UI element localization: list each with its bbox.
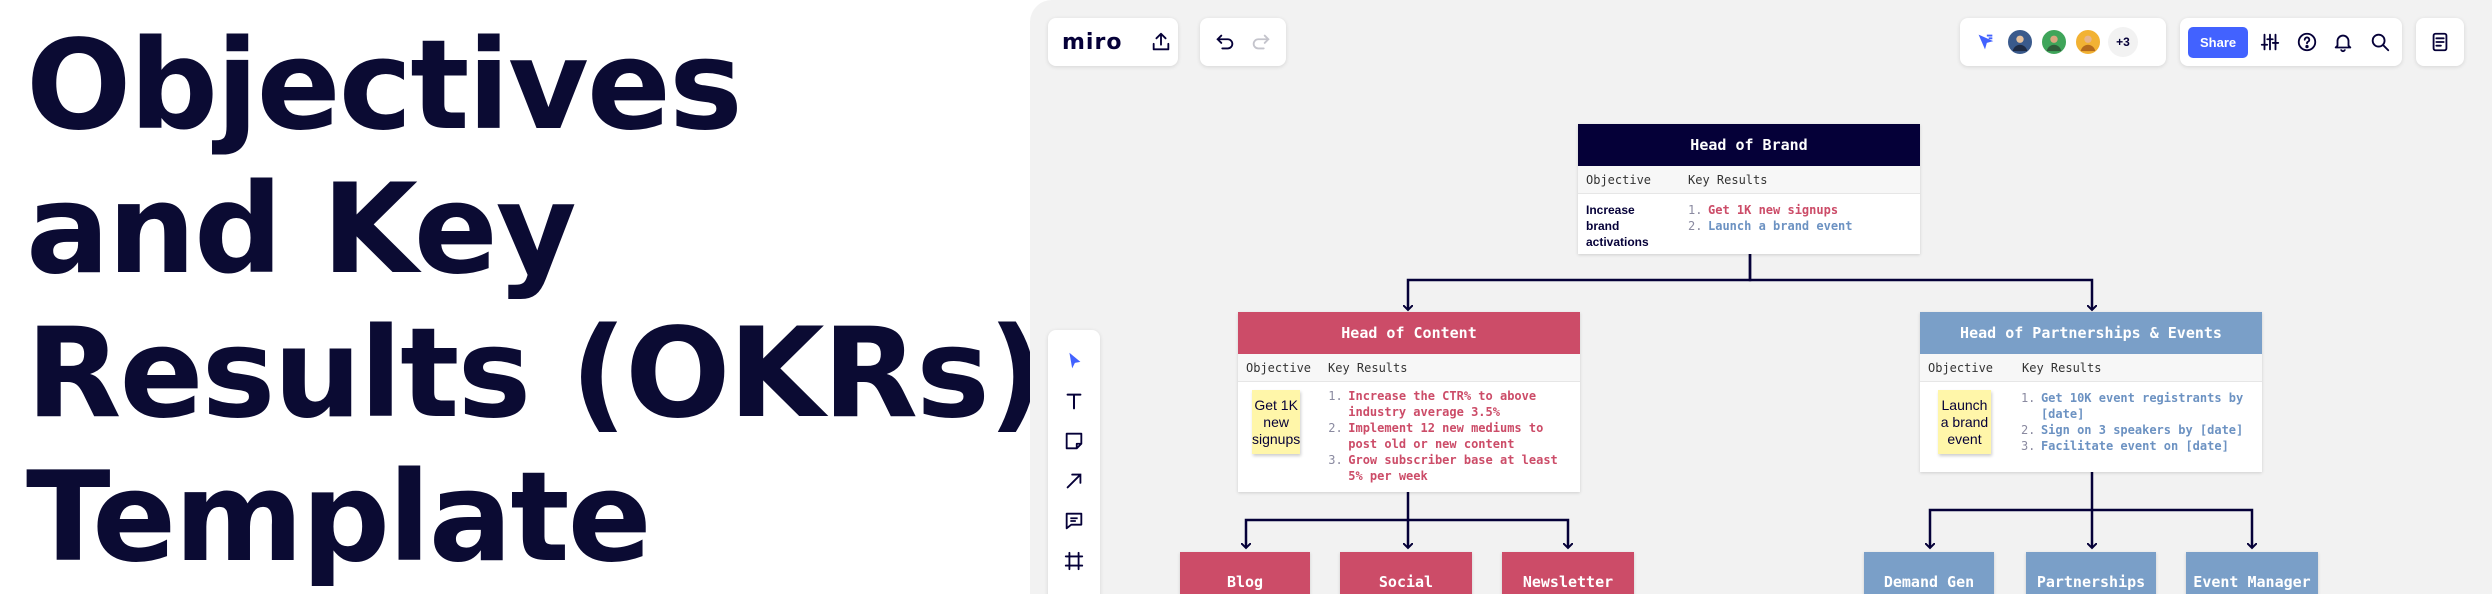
sticky-note-objective[interactable]: Get 1K new signups: [1252, 390, 1300, 454]
team-card-newsletter[interactable]: Newsletter: [1502, 552, 1634, 594]
column-objective: Objective: [1928, 360, 1994, 375]
okr-card-title: Head of Brand: [1578, 124, 1920, 166]
text-icon[interactable]: [1060, 388, 1088, 414]
connector-lines: [1030, 250, 2492, 594]
key-results-list: 1.Increase the CTR% to above industry av…: [1328, 388, 1580, 484]
okr-card-body: Get 1K new signups 1.Increase the CTR% t…: [1238, 382, 1580, 492]
miro-logo[interactable]: miro: [1062, 29, 1123, 55]
column-objective: Objective: [1586, 172, 1652, 187]
sticky-note-objective[interactable]: Launch a brand event: [1938, 390, 1991, 454]
avatar[interactable]: [2074, 28, 2102, 56]
okr-card-title: Head of Partnerships & Events: [1920, 312, 2262, 354]
okr-card-body: Launch a brand event 1.Get 10K event reg…: [1920, 382, 2262, 462]
bell-icon[interactable]: [2329, 27, 2357, 57]
hero-title-line-4: Template: [26, 446, 652, 590]
select-icon[interactable]: [1060, 348, 1088, 374]
board-menu-panel: miro: [1048, 18, 1178, 66]
collaborators-panel: +3: [1960, 18, 2166, 66]
help-icon[interactable]: [2293, 27, 2321, 57]
share-tools-panel: Share: [2180, 18, 2402, 66]
creation-toolbar: [1048, 330, 1100, 594]
undo-icon[interactable]: [1210, 27, 1240, 57]
undo-redo-panel: [1200, 18, 1286, 66]
notes-panel: [2416, 18, 2464, 66]
board-canvas[interactable]: Head of Brand Objective Key Results Incr…: [1030, 0, 2492, 594]
hero-title-line-1: Objectives: [26, 14, 743, 158]
connector-partnerships-to-event-manager: [2092, 508, 2252, 548]
key-result-item: 3.Facilitate event on [date]: [2020, 439, 2229, 453]
okr-card-body: Increase brand activations 1.Get 1K new …: [1578, 194, 1920, 258]
avatar[interactable]: [2006, 28, 2034, 56]
okr-card-title: Head of Content: [1238, 312, 1580, 354]
okr-card-content[interactable]: Head of Content Objective Key Results Ge…: [1238, 312, 1580, 492]
extra-collaborators-count[interactable]: +3: [2108, 27, 2138, 57]
column-key-results: Key Results: [1328, 360, 1408, 375]
key-result-item: 1.Get 1K new signups: [1688, 203, 1839, 217]
objective-text: Increase brand activations: [1586, 203, 1649, 249]
team-card-blog[interactable]: Blog: [1180, 552, 1310, 594]
key-result-item: 2.Sign on 3 speakers by [date]: [2020, 423, 2244, 437]
avatar[interactable]: [2040, 28, 2068, 56]
notes-icon[interactable]: [2425, 27, 2455, 57]
cursor-icon[interactable]: [1970, 27, 2000, 57]
hero-title-line-3: Results (OKRs): [26, 302, 1045, 446]
miro-board-window: Head of Brand Objective Key Results Incr…: [1030, 0, 2492, 594]
key-result-item: 3.Grow subscriber base at least 5% per w…: [1328, 453, 1558, 483]
connector-partnerships-to-demand-gen: [1930, 508, 2092, 548]
okr-card-brand[interactable]: Head of Brand Objective Key Results Incr…: [1578, 124, 1920, 254]
key-results-list: 1.Get 10K event registrants by [date] 2.…: [2021, 390, 2262, 454]
search-icon[interactable]: [2366, 27, 2394, 57]
okr-card-columns: Objective Key Results: [1238, 354, 1580, 382]
key-result-item: 2.Launch a brand event: [1688, 219, 1853, 233]
key-result-item: 1.Increase the CTR% to above industry av…: [1328, 389, 1537, 419]
team-card-partnerships[interactable]: Partnerships: [2026, 552, 2156, 594]
redo-icon[interactable]: [1246, 27, 1276, 57]
hero-title: Objectives and Key Results (OKRs) Templa…: [26, 14, 1045, 590]
column-key-results: Key Results: [2022, 360, 2102, 375]
hero-title-line-2: and Key: [26, 158, 577, 302]
key-results-list: 1.Get 1K new signups 2.Launch a brand ev…: [1688, 202, 1861, 250]
column-objective: Objective: [1246, 360, 1312, 375]
team-card-demand-gen[interactable]: Demand Gen: [1864, 552, 1994, 594]
team-card-social[interactable]: Social: [1340, 552, 1472, 594]
arrow-icon[interactable]: [1060, 468, 1088, 494]
key-result-item: 1.Get 10K event registrants by [date]: [2020, 391, 2244, 421]
team-card-event-manager[interactable]: Event Manager: [2186, 552, 2318, 594]
connector-content-to-newsletter: [1408, 518, 1568, 548]
okr-card-columns: Objective Key Results: [1578, 166, 1920, 194]
okr-card-partnerships[interactable]: Head of Partnerships & Events Objective …: [1920, 312, 2262, 472]
comment-icon[interactable]: [1060, 508, 1088, 534]
share-button[interactable]: Share: [2188, 26, 2249, 58]
okr-card-columns: Objective Key Results: [1920, 354, 2262, 382]
key-result-item: 2.Implement 12 new mediums to post old o…: [1328, 421, 1544, 451]
connector-content-to-blog: [1246, 518, 1408, 548]
frame-icon[interactable]: [1060, 548, 1088, 574]
sticky-note-icon[interactable]: [1060, 428, 1088, 454]
connector-brand-to-content: [1408, 250, 1752, 310]
settings-sliders-icon[interactable]: [2256, 27, 2284, 57]
upload-icon[interactable]: [1150, 27, 1172, 57]
connector-brand-to-partnerships: [1748, 250, 2092, 310]
column-key-results: Key Results: [1688, 172, 1768, 187]
